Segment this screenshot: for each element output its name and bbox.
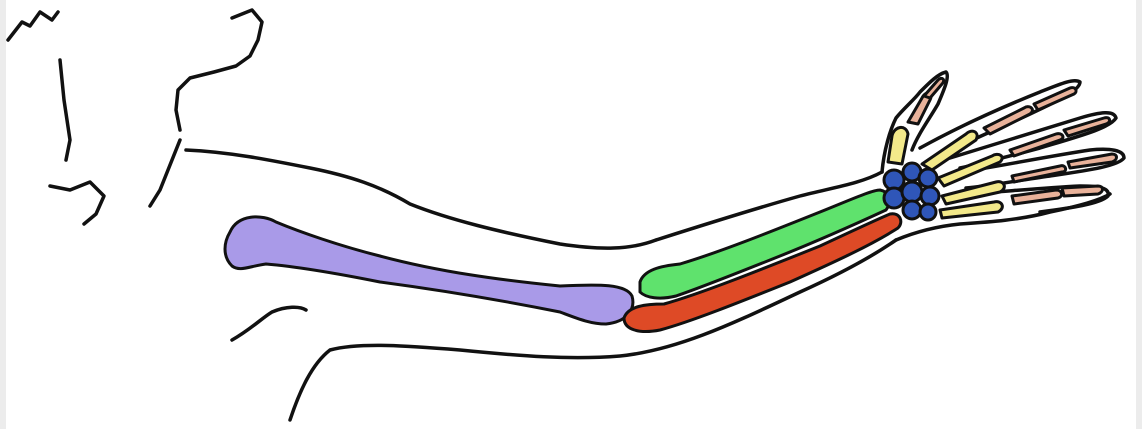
carpal-bone xyxy=(921,187,939,205)
carpal-bone xyxy=(902,182,922,202)
chest-line xyxy=(50,182,104,224)
carpal-bone xyxy=(920,204,936,220)
carpal-bone xyxy=(903,201,921,219)
shoulder-line xyxy=(60,60,70,160)
carpal-bones xyxy=(884,163,939,220)
elbow-bottom xyxy=(232,307,306,340)
neck-line xyxy=(8,12,58,40)
phalanx-bone xyxy=(1012,166,1066,182)
carpal-bone xyxy=(919,169,937,187)
phalanx-bone xyxy=(1062,186,1103,196)
armpit-line xyxy=(150,140,180,206)
chin-line xyxy=(176,10,262,130)
phalanx-bone xyxy=(1012,190,1062,204)
